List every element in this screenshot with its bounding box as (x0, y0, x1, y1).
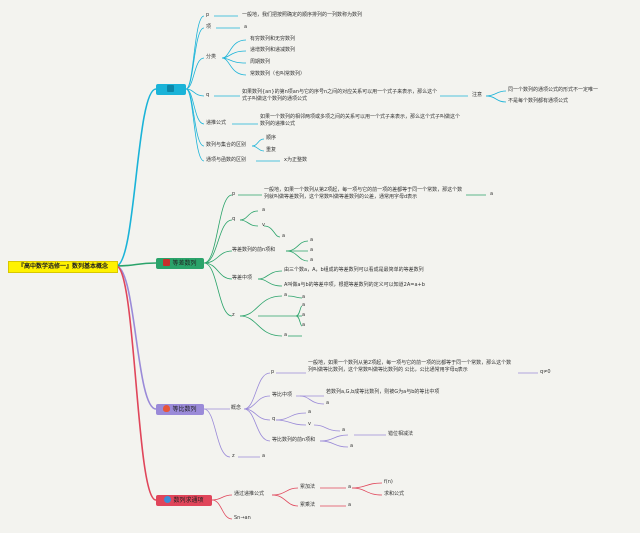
b2-mean-text-2[interactable]: A叫做a与b的等差中项，根据等差数列的定义可以知道2A=a+b (284, 282, 425, 288)
b2-z[interactable]: z (232, 312, 235, 318)
b2-q-a[interactable]: a (262, 207, 266, 213)
b1-note-2[interactable]: 不是每个数列都有通项公式 (508, 98, 569, 104)
branch-node-3[interactable]: 等比数列 (156, 404, 204, 415)
b3-concept[interactable]: 概念 (231, 405, 242, 411)
connector-root-b4 (115, 265, 157, 501)
b2-z-d[interactable]: a (302, 312, 306, 318)
color-square-icon (163, 259, 171, 266)
branch-node-4[interactable]: 数列求通项 (156, 495, 212, 506)
b1-recursive[interactable]: 递推公式 (206, 120, 227, 126)
b2-definition-text[interactable]: 一般地，如果一个数列从第2项起，每一项与它的前一项的差都等于同一个常数，那这个数… (264, 187, 463, 200)
b3-definition-key[interactable]: p (271, 369, 275, 375)
b2-q-c[interactable]: a (282, 233, 286, 239)
b3-sum-method[interactable]: 错位相减法 (388, 431, 414, 437)
b2-q[interactable]: q (232, 216, 236, 222)
b3-geo-mean-a[interactable]: a (326, 400, 330, 406)
connector-root-b3 (115, 265, 157, 410)
b2-q-v[interactable]: v (262, 222, 265, 228)
connectors-b2 (203, 194, 486, 337)
b3-q-a[interactable]: a (308, 409, 312, 415)
b3-geo-mean[interactable]: 等比中项 (272, 392, 293, 398)
b4-multiply-a[interactable]: a (348, 502, 352, 508)
b2-mean[interactable]: 等差中项 (232, 275, 253, 281)
connectors-b1 (185, 15, 507, 162)
b1-vs-set-order[interactable]: 顺序 (266, 135, 277, 141)
b1-vs-function-x[interactable]: x为正整数 (284, 157, 307, 163)
b4-accumulate-fn[interactable]: f(n) (384, 479, 393, 485)
b1-class-periodic[interactable]: 周期数列 (250, 59, 271, 65)
b3-z-a[interactable]: a (262, 453, 266, 459)
b1-recursive-text[interactable]: 如果一个数列的相邻两项或多项之间的关系可以用一个式子来表示，那么这个式子叫做这个… (260, 114, 461, 127)
b3-geo-mean-text[interactable]: 若数列a,G,b成等比数列，则被G为a与b的等比中项 (326, 389, 440, 395)
b1-class-constant[interactable]: 常数数列（也叫常数列） (250, 71, 306, 77)
b1-general-term-key[interactable]: q (206, 92, 210, 98)
color-bar-icon (166, 85, 174, 92)
branch-node-1[interactable] (156, 84, 186, 95)
connectors-b3 (203, 372, 538, 458)
b1-vs-set-repeat[interactable]: 重复 (266, 147, 277, 153)
b2-z-f[interactable]: a (284, 332, 288, 338)
globe-icon (164, 496, 172, 503)
b2-z-c[interactable]: a (302, 302, 306, 308)
connectors-b4 (211, 482, 383, 520)
b1-general-term-text[interactable]: 如果数列{an}的第n项an与它的序号n之间的对应关系可以用一个式子来表示，那么… (242, 89, 438, 102)
b1-vs-set[interactable]: 数列与集合的区别 (206, 142, 247, 148)
b4-sn-to-an[interactable]: Sn→an (234, 515, 251, 521)
branch-4-label: 数列求通项 (173, 497, 204, 504)
b3-definition-q[interactable]: q≠0 (540, 369, 551, 375)
b4-sum-formula[interactable]: 求和公式 (384, 491, 405, 497)
b1-definition-text[interactable]: 一般地，我们把按照确定的顺序排列的一列数称为数列 (242, 12, 363, 18)
connector-root-b1 (115, 88, 157, 267)
b3-q-v[interactable]: v (308, 421, 311, 427)
b2-definition-a[interactable]: a (490, 191, 494, 197)
b1-note[interactable]: 注意 (472, 92, 483, 98)
b1-class-monotone[interactable]: 递增数列和递减数列 (250, 47, 296, 53)
branch-node-2[interactable]: 等差数列 (156, 258, 204, 269)
b3-definition-text[interactable]: 一般地，如果一个数列从第2项起，每一项与它的前一项的比都等于同一个常数，那么这个… (308, 360, 512, 373)
b2-sum-a[interactable]: a (310, 237, 314, 243)
b2-sum[interactable]: 等差数列的前n项和 (232, 247, 276, 253)
branch-2-label: 等差数列 (172, 260, 197, 267)
b1-term[interactable]: 项 (206, 24, 212, 30)
b2-mean-text-1[interactable]: 由三个数a，A，b组成的等差数列可以看成是最简单的等差数列 (284, 267, 424, 273)
b1-term-a[interactable]: a (244, 24, 248, 30)
b2-z-b[interactable]: a (302, 294, 306, 300)
b4-multiply[interactable]: 累乘法 (300, 502, 316, 508)
b3-sum-a1[interactable]: a (342, 427, 346, 433)
root-node[interactable]: 『高中数学选修一』数列基本概念 (8, 261, 118, 273)
b2-z-a[interactable]: a (284, 292, 288, 298)
b1-class-finite[interactable]: 有穷数列和无穷数列 (250, 36, 296, 42)
b2-z-e[interactable]: a (302, 322, 306, 328)
b2-sum-b[interactable]: a (310, 247, 314, 253)
b1-definition-key[interactable]: p (206, 12, 210, 18)
b3-sum[interactable]: 等比数列的前n项和 (272, 437, 316, 443)
b3-q[interactable]: q (272, 416, 276, 422)
b1-classification[interactable]: 分类 (206, 54, 217, 60)
b3-sum-a2[interactable]: a (350, 443, 354, 449)
connector-root-b2 (115, 262, 157, 267)
b1-vs-function[interactable]: 通项与函数的区别 (206, 157, 247, 163)
b3-z[interactable]: z (232, 453, 235, 459)
fire-icon (163, 405, 171, 412)
b1-note-1[interactable]: 同一个数列的通项公式的形式不一定唯一 (508, 87, 599, 93)
b2-sum-c[interactable]: a (310, 257, 314, 263)
b4-accumulate[interactable]: 累加法 (300, 484, 316, 490)
b4-via-recursion[interactable]: 通过递推公式 (234, 491, 265, 497)
b2-definition-key[interactable]: p (232, 191, 236, 197)
branch-3-label: 等比数列 (172, 406, 197, 413)
b4-accumulate-a[interactable]: a (348, 484, 352, 490)
